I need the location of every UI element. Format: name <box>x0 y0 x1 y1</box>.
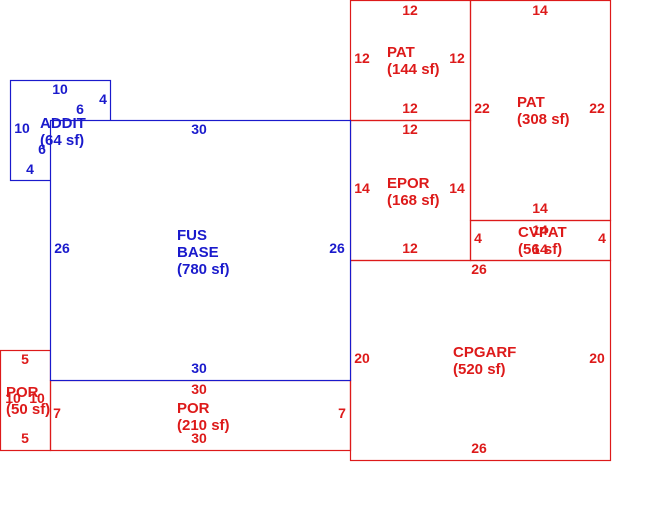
area-por-50: POR (50 sf) 5 10 10 5 <box>5 351 50 446</box>
area-cvpat: CVPAT (56 sf) 14 4 4 14 <box>474 222 606 258</box>
area-size: (780 sf) <box>177 261 230 278</box>
area-size: (210 sf) <box>177 417 230 434</box>
area-name: POR <box>6 384 39 401</box>
dimension-label: 20 <box>354 350 370 366</box>
dimension-label: 14 <box>449 180 465 196</box>
area-pat-144: PAT (144 sf) 12 12 12 12 <box>354 2 465 116</box>
dimension-label: 12 <box>402 121 418 137</box>
area-size: (520 sf) <box>453 361 506 378</box>
area-pat-308: PAT (308 sf) 14 22 22 14 <box>474 2 605 216</box>
dimension-label: 10 <box>14 120 30 136</box>
dimension-label: 26 <box>471 440 487 456</box>
dimension-label: 4 <box>26 161 34 177</box>
dimension-label: 12 <box>402 100 418 116</box>
fus-base-outline <box>49 119 352 382</box>
area-size: (64 sf) <box>40 132 84 149</box>
area-size: (144 sf) <box>387 61 440 78</box>
dimension-label: 20 <box>589 350 605 366</box>
dimension-label: 6 <box>38 141 46 157</box>
dimension-label: 12 <box>354 50 370 66</box>
area-name: CPGARF <box>453 344 516 361</box>
dimension-label: 10 <box>52 81 68 97</box>
dimension-label: 26 <box>471 261 487 277</box>
area-name: ADDIT <box>40 115 86 132</box>
dimension-label: 30 <box>191 430 207 446</box>
area-size: (56 sf) <box>518 241 562 258</box>
dimension-label: 26 <box>54 240 70 256</box>
dimension-label: 4 <box>598 230 606 246</box>
area-size: (308 sf) <box>517 111 570 128</box>
dimension-label: 22 <box>589 100 605 116</box>
dimension-label: 10 <box>5 390 21 406</box>
dimension-label: 30 <box>191 381 207 397</box>
dimension-label: 30 <box>191 121 207 137</box>
area-fus-base: FUS BASE (780 sf) 30 26 26 30 <box>54 121 345 376</box>
dimension-label: 12 <box>449 50 465 66</box>
area-name: PAT <box>517 94 545 111</box>
area-epor: EPOR (168 sf) 12 14 14 12 <box>354 121 465 256</box>
dimension-label: 4 <box>99 91 107 107</box>
dimension-label: 6 <box>76 101 84 117</box>
dimension-label: 22 <box>474 100 490 116</box>
area-name: CVPAT <box>518 224 567 241</box>
dimension-label: 14 <box>532 2 548 18</box>
dimension-label: 4 <box>474 230 482 246</box>
dimension-label: 12 <box>402 2 418 18</box>
dimension-label: 5 <box>21 430 29 446</box>
area-name: EPOR <box>387 175 430 192</box>
dimension-label: 7 <box>53 405 61 421</box>
dimension-label: 10 <box>29 390 45 406</box>
area-addit: ADDIT (64 sf) 10 6 4 10 6 4 <box>14 81 107 177</box>
dimension-label: 14 <box>532 222 548 238</box>
dimension-label: 14 <box>354 180 370 196</box>
dimension-label: 26 <box>329 240 345 256</box>
area-name: PAT <box>387 44 415 61</box>
area-size: (50 sf) <box>6 401 50 418</box>
dimension-label: 12 <box>402 240 418 256</box>
area-size: (168 sf) <box>387 192 440 209</box>
dimension-label: 5 <box>21 351 29 367</box>
dimension-label: 30 <box>191 360 207 376</box>
area-por-210: POR (210 sf) 30 7 7 30 <box>53 381 346 446</box>
area-name: POR <box>177 400 210 417</box>
dimension-label: 7 <box>338 405 346 421</box>
area-cpgarf: CPGARF (520 sf) 26 20 20 26 <box>354 261 605 456</box>
area-name: BASE <box>177 244 219 261</box>
dimension-label: 14 <box>532 241 548 257</box>
dimension-label: 14 <box>532 200 548 216</box>
area-name: FUS <box>177 227 207 244</box>
